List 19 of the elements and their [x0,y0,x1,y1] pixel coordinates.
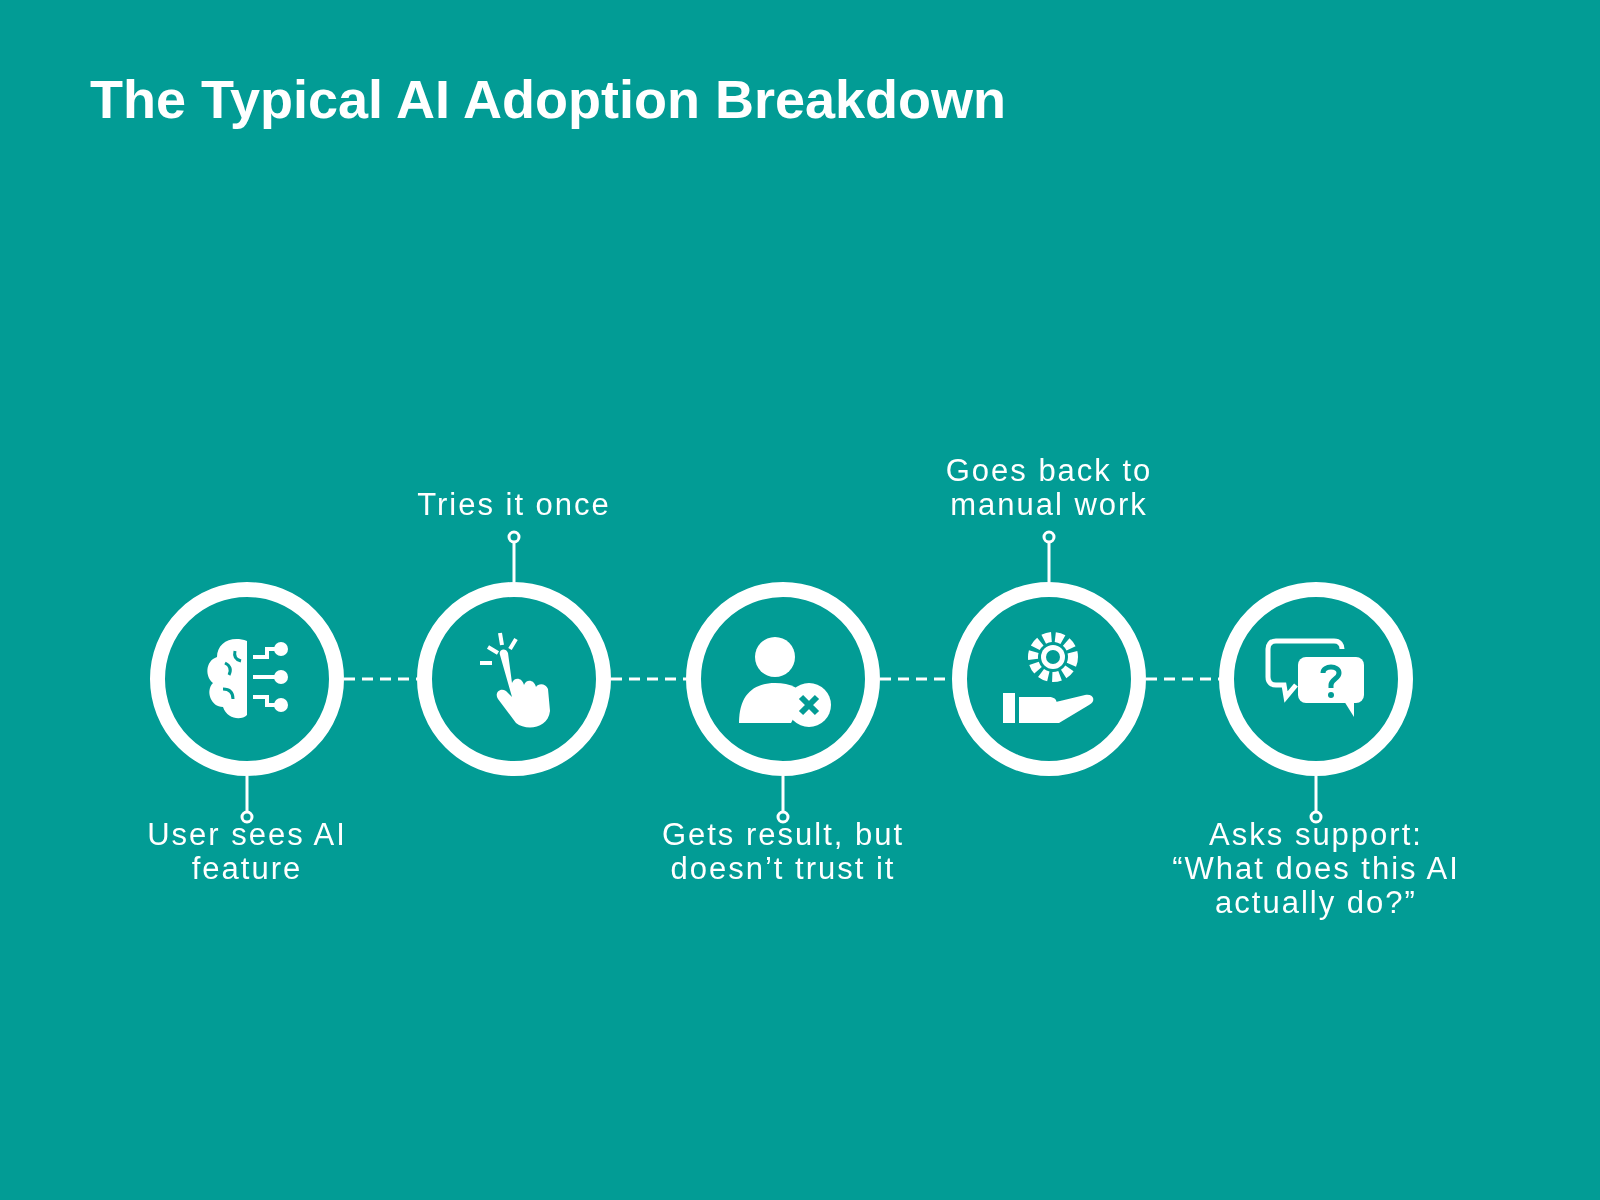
step-label: Gets result, but doesn’t trust it [613,818,953,918]
step-circle [417,582,611,776]
step-circle [1219,582,1413,776]
step-circle [952,582,1146,776]
connector-line [611,677,686,681]
connector-line [344,677,417,681]
leader-line [1042,530,1056,582]
title: The Typical AI Adoption Breakdown [90,68,1007,130]
leader-line [1309,776,1323,824]
leader-line [776,776,790,824]
step-label: Asks support: “What does this AI actually do?” [1166,818,1466,948]
step-circle [686,582,880,776]
step-label: Tries it once [404,436,624,536]
step-label: Goes back to manual work [914,436,1184,536]
leader-line [507,530,521,582]
leader-line [240,776,254,824]
connector-line [1146,677,1219,681]
step-circle [150,582,344,776]
step-label: User sees AI feature [97,818,397,918]
